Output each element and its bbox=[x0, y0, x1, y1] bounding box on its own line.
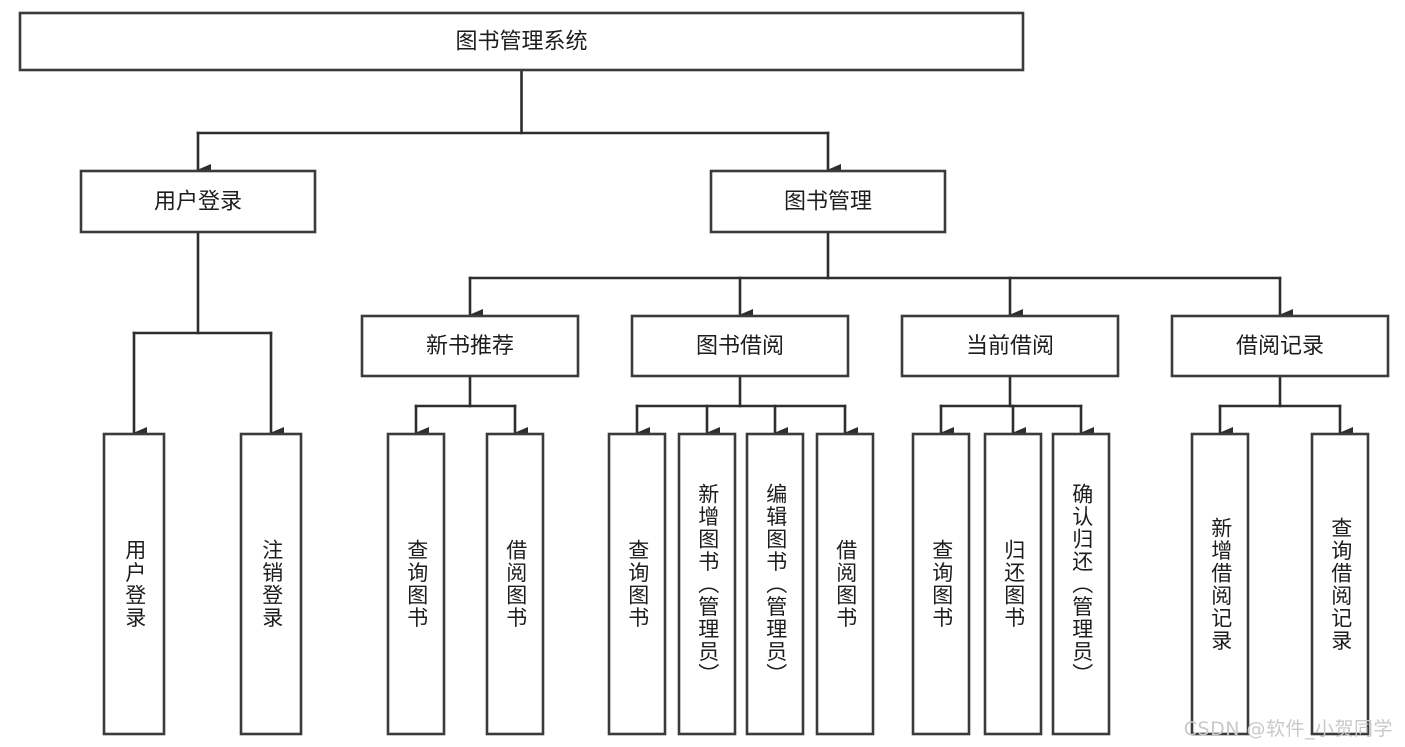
node-box-root[interactable] bbox=[18, 11, 1025, 72]
csdn-watermark: CSDN @软件_小贺同学 bbox=[1183, 718, 1393, 740]
node-box-user-login[interactable] bbox=[79, 169, 317, 234]
node-box-book-borrow[interactable] bbox=[630, 314, 850, 378]
node-label-new-book-recommend: 新书推荐 bbox=[426, 334, 514, 359]
node-box-book-manage[interactable] bbox=[709, 169, 947, 234]
node-box-new-book-recommend[interactable] bbox=[360, 314, 580, 378]
node-box-leaf-add-record[interactable] bbox=[1190, 432, 1250, 736]
node-box-leaf-query-record[interactable] bbox=[1310, 432, 1370, 736]
node-box-leaf-borrow-book-2[interactable] bbox=[815, 432, 875, 736]
node-box-leaf-query-book-3[interactable] bbox=[911, 432, 971, 736]
node-box-leaf-borrow-book-1[interactable] bbox=[485, 432, 545, 736]
node-box-leaf-add-book[interactable] bbox=[677, 432, 737, 736]
node-label-current-borrow: 当前借阅 bbox=[966, 334, 1054, 359]
node-box-leaf-confirm-return[interactable] bbox=[1051, 432, 1111, 736]
node-label-book-borrow: 图书借阅 bbox=[696, 334, 784, 359]
edges-layer bbox=[132, 68, 1353, 439]
node-box-leaf-return-book[interactable] bbox=[983, 432, 1043, 736]
node-box-leaf-user-logout[interactable] bbox=[239, 432, 303, 736]
node-box-current-borrow[interactable] bbox=[900, 314, 1120, 378]
node-label-book-manage: 图书管理 bbox=[784, 190, 872, 215]
node-label-borrow-record: 借阅记录 bbox=[1236, 334, 1324, 359]
node-box-leaf-query-book-2[interactable] bbox=[607, 432, 667, 736]
boxes-layer bbox=[18, 11, 1390, 736]
node-label-root: 图书管理系统 bbox=[455, 30, 587, 55]
node-box-leaf-user-login[interactable] bbox=[102, 432, 166, 736]
node-box-borrow-record[interactable] bbox=[1170, 314, 1390, 378]
node-label-user-login: 用户登录 bbox=[154, 190, 242, 215]
node-box-leaf-query-book-1[interactable] bbox=[386, 432, 446, 736]
node-box-leaf-edit-book[interactable] bbox=[745, 432, 805, 736]
